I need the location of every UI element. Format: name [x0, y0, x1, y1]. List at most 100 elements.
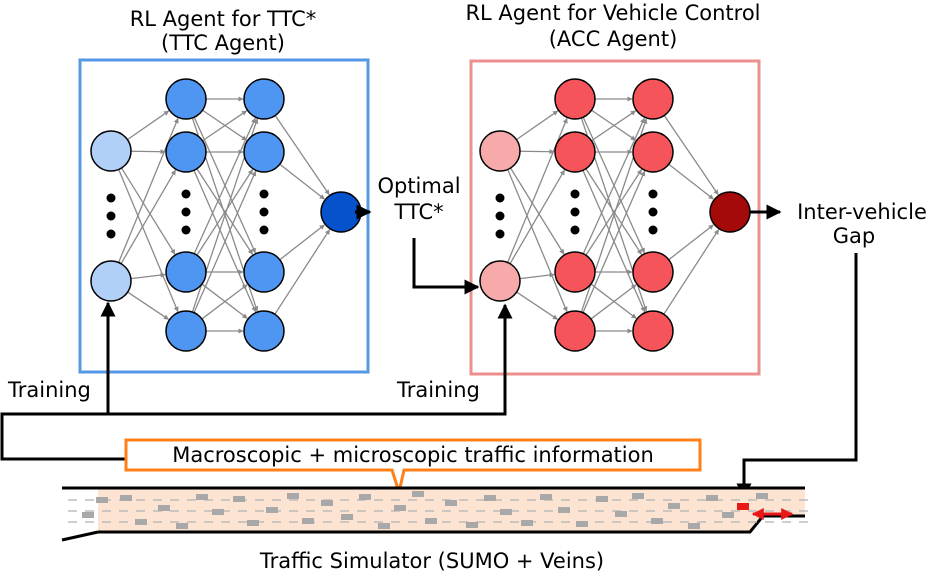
acc-agent-neuron — [709, 191, 751, 233]
vehicle — [722, 512, 734, 518]
acc-agent-neuron — [554, 310, 596, 352]
ttc-agent-title-line2: (TTC Agent) — [161, 31, 285, 55]
traffic-simulator-label: Traffic Simulator (SUMO + Veins) — [259, 549, 604, 573]
acc-agent-neuron — [479, 130, 521, 172]
vehicle — [302, 518, 314, 524]
vehicle — [321, 500, 333, 506]
ttc-agent-connection — [274, 115, 330, 196]
ttc-agent-ellipsis-dot — [259, 207, 269, 217]
ttc-agent-connection — [130, 272, 166, 280]
traffic-information-callout: Macroscopic + microscopic traffic inform… — [124, 438, 702, 498]
vehicle — [500, 509, 512, 515]
optimal-ttc-label-line2: TTC* — [393, 200, 443, 224]
acc-agent-neuron — [632, 251, 674, 293]
ttc-agent-connection — [193, 117, 256, 255]
acc-agent-title-line1: RL Agent for Vehicle Control — [465, 1, 760, 25]
vehicle — [688, 523, 700, 529]
vehicle — [558, 507, 570, 513]
acc-agent-neuron — [554, 251, 596, 293]
acc-agent-connection — [519, 272, 555, 280]
acc-agent-connection — [663, 115, 719, 196]
acc-agent-connection — [591, 110, 637, 142]
ttc-agent-connection — [193, 170, 257, 313]
acc-agent-connection — [585, 169, 643, 256]
acc-agent-connection — [582, 170, 646, 313]
ttc-agent-network — [90, 78, 362, 352]
vehicle — [341, 514, 353, 520]
acc-agent-connection — [509, 169, 566, 265]
ttc-agent-ellipsis-dot — [106, 193, 116, 203]
acc-agent-connection — [507, 169, 568, 313]
onramp-edge — [61, 530, 99, 542]
acc-agent-connection — [668, 224, 714, 261]
ttc-agent-neuron — [243, 251, 285, 293]
acc-agent-ellipsis-dot — [570, 207, 580, 217]
inter-vehicle-gap-label-line2: Gap — [833, 224, 875, 248]
vehicle — [212, 509, 224, 515]
vehicle — [96, 497, 108, 503]
acc-agent-ellipsis-dot — [648, 207, 658, 217]
ttc-agent-neuron — [243, 131, 285, 173]
ttc-agent-ellipsis-dot — [181, 207, 191, 217]
ttc-agent-ellipsis-dot — [106, 229, 116, 239]
acc-agent-neuron — [632, 310, 674, 352]
acc-agent-ellipsis-dot — [570, 189, 580, 199]
vehicle — [596, 496, 608, 502]
ttc-agent-ellipsis-dot — [259, 189, 269, 199]
vehicle — [196, 494, 208, 500]
vehicle — [394, 505, 406, 511]
vehicle — [576, 521, 588, 527]
acc-agent-neuron — [632, 131, 674, 173]
vehicle — [706, 495, 718, 501]
vehicle — [425, 518, 437, 524]
ttc-agent-connection — [202, 110, 248, 142]
acc-agent-neuron — [554, 78, 596, 120]
vehicle — [521, 520, 533, 526]
vehicle — [651, 518, 663, 524]
acc-agent-connection — [663, 229, 720, 315]
vehicle — [632, 493, 644, 499]
vehicle — [120, 495, 132, 501]
ttc-agent-neuron — [165, 251, 207, 293]
acc-agent-connection — [509, 167, 565, 255]
traffic-information-label: Macroscopic + microscopic traffic inform… — [172, 443, 654, 467]
acc-agent-neuron — [479, 260, 521, 302]
acc-agent-connection — [582, 117, 645, 255]
vehicle — [540, 494, 552, 500]
vehicle — [233, 496, 245, 502]
acc-agent-connection — [516, 291, 558, 320]
ttc-agent-connection — [279, 163, 325, 200]
acc-agent-network — [479, 78, 751, 352]
ttc-agent-connection — [201, 284, 248, 320]
optimal-ttc-to-acc-arrow — [412, 238, 480, 295]
vehicle — [378, 523, 390, 529]
ttc-agent-neuron — [243, 78, 285, 120]
acc-agent-ellipsis-dot — [570, 225, 580, 235]
traffic-information-callout-box — [124, 438, 702, 498]
acc-agent-connections — [507, 96, 720, 334]
ttc-agent-neuron — [90, 260, 132, 302]
vehicle — [484, 495, 496, 501]
ttc-agent-neuron — [165, 310, 207, 352]
traffic-simulator-road — [61, 486, 808, 542]
vehicle — [82, 512, 94, 518]
vehicle — [359, 494, 371, 500]
ttc-agent-ellipsis-dot — [181, 225, 191, 235]
inter-vehicle-gap-label-line1: Inter-vehicle — [797, 200, 927, 224]
ttc-agent-connection — [196, 169, 254, 256]
ttc-agent-connection — [120, 167, 176, 255]
ttc-agent-connection — [127, 291, 169, 320]
vehicle — [445, 500, 457, 506]
ttc-agent-connection — [274, 229, 331, 315]
vehicle — [287, 493, 299, 499]
vehicle — [247, 520, 259, 526]
vehicle — [135, 519, 147, 525]
ttc-agent-connection — [120, 169, 177, 265]
vehicle — [158, 505, 170, 511]
training-label-left: Training — [7, 378, 91, 402]
acc-agent-neuron — [554, 131, 596, 173]
acc-agent-connection — [590, 284, 637, 320]
road-surface — [98, 488, 805, 532]
vehicle — [756, 493, 768, 499]
